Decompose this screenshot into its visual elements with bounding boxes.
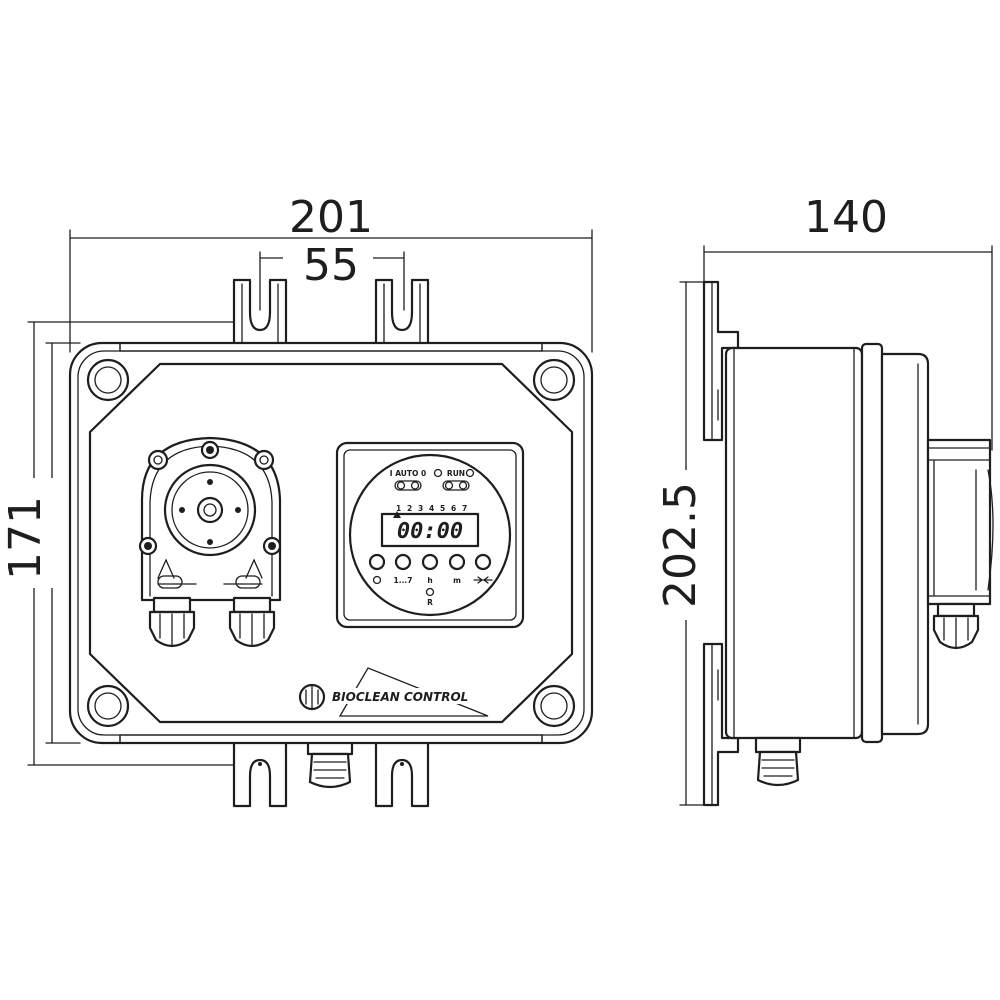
top-mounting-bracket-left (232, 278, 288, 346)
timer-mode-run-label: RUN (447, 469, 465, 478)
timer-button-minute-label: m (453, 576, 461, 585)
dimension-spacing-label: 55 (303, 240, 359, 291)
bottom-mounting-bracket-right (374, 738, 430, 808)
side-front-cover (880, 352, 930, 736)
cable-gland (306, 738, 354, 789)
program-arrows-icon (473, 576, 493, 584)
timer-button-3[interactable] (421, 553, 439, 571)
side-pump-fitting (932, 602, 980, 650)
top-mounting-bracket-right (374, 278, 430, 346)
side-enclosure-body (724, 346, 864, 740)
timer-run-switch[interactable] (442, 480, 470, 491)
corner-screw-top-left (86, 358, 130, 402)
digital-timer: I AUTO 0 RUN 1 2 3 4 5 6 7 00:00 (335, 441, 525, 629)
pump-fitting-left (148, 596, 196, 648)
front-view: I AUTO 0 RUN 1 2 3 4 5 6 7 00:00 (68, 278, 594, 808)
bottom-mounting-bracket-left (232, 738, 288, 808)
pump-fitting-right (228, 596, 276, 648)
timer-button-2[interactable] (394, 553, 412, 571)
dimension-depth-label: 140 (804, 192, 888, 243)
timer-day-2: 2 (407, 504, 412, 513)
timer-button-days-label: 1...7 (394, 576, 413, 585)
corner-screw-bottom-left (86, 684, 130, 728)
timer-reset-label: R (427, 598, 433, 607)
timer-day-3: 3 (418, 504, 423, 513)
timer-day-4: 4 (429, 504, 434, 513)
dimension-height-label: 171 (0, 496, 51, 580)
peristaltic-pump (138, 436, 282, 648)
timer-button-4[interactable] (448, 553, 466, 571)
timer-button-hour-label: h (427, 576, 432, 585)
dimension-total-height-label: 202.5 (655, 482, 706, 608)
side-pump-module (926, 438, 992, 606)
timer-button-1[interactable] (368, 553, 386, 571)
timer-day-6: 6 (451, 504, 456, 513)
timer-day-7: 7 (462, 504, 467, 513)
clock-icon (372, 575, 382, 585)
timer-lcd-time: 00:00 (397, 519, 463, 544)
timer-mode-auto-label: I AUTO 0 (390, 469, 426, 478)
timer-reset-button[interactable] (425, 587, 435, 597)
corner-screw-bottom-right (532, 684, 576, 728)
corner-screw-top-right (532, 358, 576, 402)
brand-name: BIOCLEAN CONTROL (332, 690, 468, 704)
side-lid (860, 342, 884, 744)
timer-auto-switch[interactable] (394, 480, 422, 491)
side-cable-gland (754, 736, 802, 787)
timer-button-5[interactable] (474, 553, 492, 571)
timer-day-1: 1 (396, 504, 401, 513)
timer-lcd-display (380, 512, 480, 548)
bioclean-logo: BIOCLEAN CONTROL (298, 667, 489, 717)
side-view (702, 280, 994, 807)
timer-day-5: 5 (440, 504, 445, 513)
dimension-width-label: 201 (289, 192, 373, 243)
